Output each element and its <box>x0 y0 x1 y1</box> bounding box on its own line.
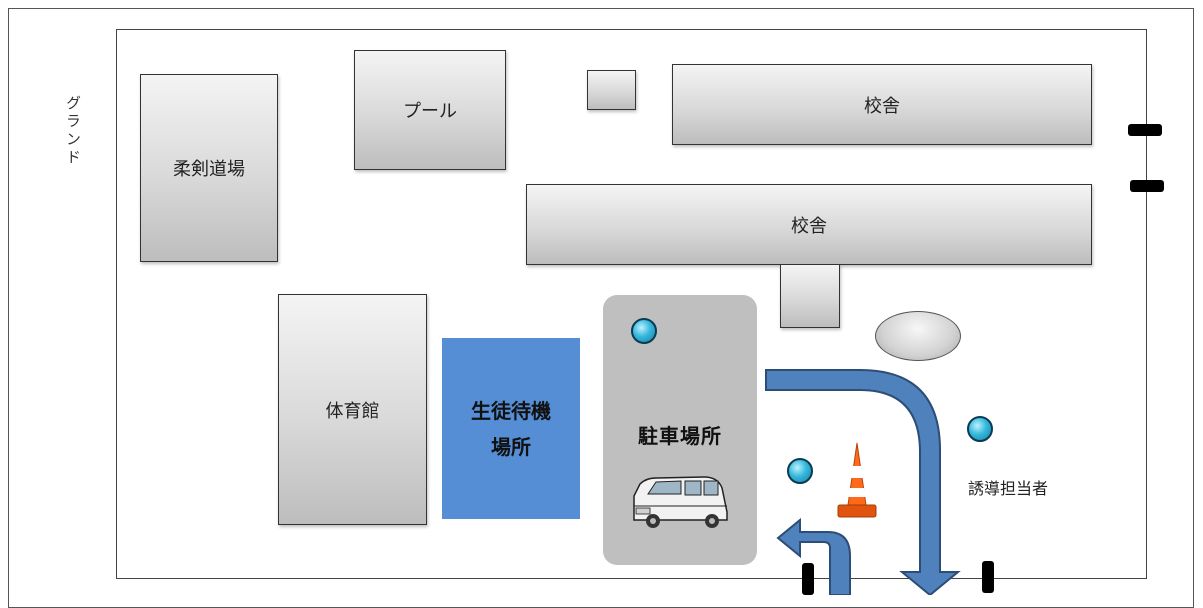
student-waiting-area-label: 生徒待機場所 <box>471 398 551 459</box>
school-building-upper-label: 校舎 <box>864 95 900 117</box>
gymnasium: 体育館 <box>278 294 427 525</box>
ground-label: グランド <box>64 95 82 167</box>
school-building-lower-label: 校舎 <box>791 215 827 237</box>
guide-person-icon <box>631 318 657 344</box>
car-icon <box>633 476 728 528</box>
judo-hall: 柔剣道場 <box>140 74 278 262</box>
judo-hall-label: 柔剣道場 <box>173 159 245 180</box>
oval-feature <box>875 311 961 361</box>
gate-post-icon <box>982 561 994 593</box>
pool-label: プール <box>403 101 457 122</box>
flow-arrow-icon <box>776 517 851 595</box>
school-annex <box>780 264 840 328</box>
student-waiting-area: 生徒待機場所 <box>442 338 580 519</box>
traffic-cone-icon <box>837 442 877 518</box>
guide-person-icon <box>787 458 813 484</box>
flow-arrow-icon <box>765 369 961 595</box>
gate-post-icon <box>1130 180 1164 192</box>
guide-person-icon <box>967 416 993 442</box>
overlay-graphics <box>633 369 961 595</box>
school-building-upper: 校舎 <box>672 64 1092 145</box>
gymnasium-label: 体育館 <box>325 400 380 422</box>
gate-post-icon <box>1128 124 1162 136</box>
pool: プール <box>354 50 506 170</box>
small-structure <box>587 70 636 110</box>
parking-area-label: 駐車場所 <box>638 424 722 448</box>
gate-post-icon <box>802 563 814 595</box>
guide-label: 誘導担当者 <box>968 479 1049 498</box>
